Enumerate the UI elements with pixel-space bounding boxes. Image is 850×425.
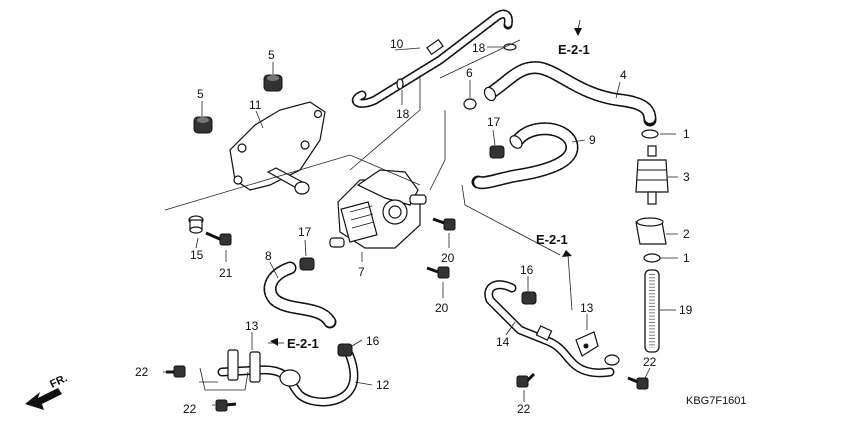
front-direction-arrow: FR.	[25, 372, 69, 410]
ref-label-middle: E-2-1	[536, 232, 568, 247]
collar-15	[188, 215, 204, 234]
clip-1a	[641, 129, 659, 139]
hose-10	[351, 9, 513, 108]
direction-label: FR.	[48, 372, 69, 390]
callout-22b: 22	[183, 402, 197, 416]
clamp-16b	[337, 343, 353, 357]
callout-20b: 20	[435, 301, 449, 315]
callout-22c: 22	[517, 402, 531, 416]
callout-4: 4	[620, 68, 627, 82]
hose-9	[471, 122, 579, 190]
callout-11: 11	[249, 98, 262, 112]
callout-5a: 5	[197, 87, 204, 101]
hose-19	[644, 269, 660, 353]
clip-1b	[643, 253, 661, 263]
bolt-22b	[215, 399, 237, 412]
callout-20a: 20	[441, 251, 455, 265]
callout-10: 10	[390, 37, 404, 51]
holder-2	[635, 217, 667, 245]
hose-4	[483, 61, 657, 127]
callout-16a: 16	[520, 263, 534, 277]
tube-14	[484, 280, 620, 378]
callout-6: 6	[466, 66, 473, 80]
ref-label-top: E-2-1	[558, 42, 590, 57]
rubber-mount-5b	[263, 74, 283, 92]
clip-18b	[396, 78, 404, 90]
callout-14: 14	[496, 335, 510, 349]
callout-1b: 1	[683, 251, 690, 265]
clamp-17a	[299, 257, 315, 271]
callout-8: 8	[265, 249, 272, 263]
bracket-11	[229, 101, 326, 195]
callout-21: 21	[219, 266, 233, 280]
bolt-22a	[166, 365, 186, 378]
clamp-17b	[489, 145, 505, 159]
ref-arrows	[270, 28, 582, 346]
callout-18a: 18	[472, 41, 486, 55]
bolt-20a	[432, 217, 456, 231]
callout-18b: 18	[396, 107, 410, 121]
callout-7: 7	[358, 265, 365, 279]
callout-12: 12	[376, 378, 390, 392]
callout-2: 2	[683, 227, 690, 241]
callout-9: 9	[589, 133, 596, 147]
callout-22a: 22	[135, 365, 149, 379]
bolt-22d	[627, 376, 649, 390]
callout-13b: 13	[580, 301, 594, 315]
callout-5b: 5	[268, 48, 275, 62]
callout-17b: 17	[487, 115, 501, 129]
callout-13a: 13	[245, 319, 259, 333]
ref-label-bottom: E-2-1	[287, 336, 319, 351]
callout-16b: 16	[366, 334, 380, 348]
valve-7	[329, 169, 427, 249]
callout-22d: 22	[643, 355, 657, 369]
callout-15: 15	[190, 248, 204, 262]
callout-1a: 1	[683, 127, 690, 141]
callout-19: 19	[679, 303, 693, 317]
bolt-21	[205, 231, 232, 246]
clip-6	[463, 98, 477, 110]
bolt-20b	[426, 266, 450, 279]
hose-8	[263, 261, 337, 329]
filter-3	[635, 145, 669, 205]
leader-lines	[163, 19, 678, 406]
rubber-mount-5a	[193, 116, 213, 134]
clamp-16a	[521, 291, 537, 305]
tube-12	[217, 347, 359, 407]
callout-17a: 17	[298, 225, 312, 239]
callout-3: 3	[683, 170, 690, 184]
drawing-code: KBG7F1601	[686, 395, 747, 407]
bolt-22c	[516, 372, 536, 388]
